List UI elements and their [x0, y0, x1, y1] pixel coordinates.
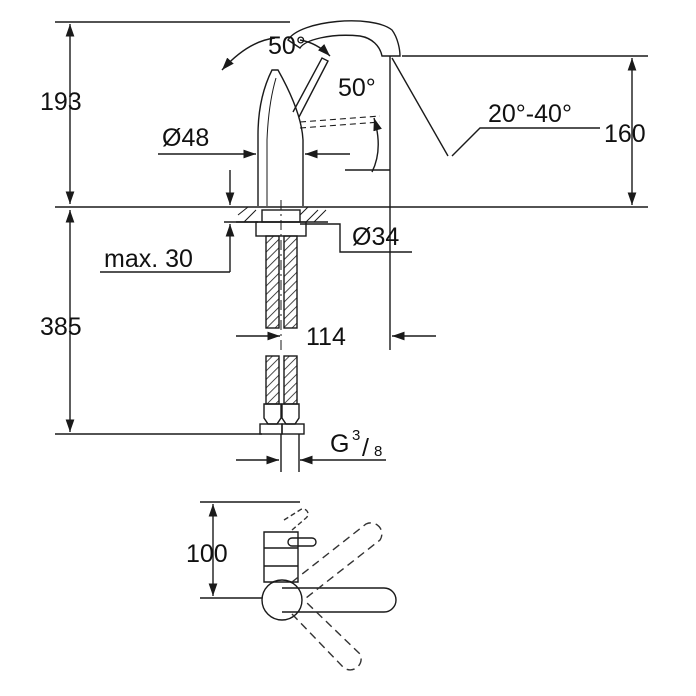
plan-lever-swivel [283, 508, 309, 531]
hose-right-lower [283, 355, 298, 405]
plan-lever [287, 537, 317, 547]
lever-alternate-position [299, 115, 381, 129]
hose-connector-left [263, 403, 282, 425]
label-spout-height: 160 [604, 120, 646, 148]
label-projection: 114 [306, 323, 346, 351]
hose-fitting-left [259, 423, 283, 435]
mixer-body-outline [257, 69, 304, 206]
label-height-bottom: 385 [40, 313, 82, 341]
label-thread-denominator: 8 [374, 443, 382, 460]
label-height-top: 193 [40, 88, 82, 116]
mixer-body-shading [266, 77, 277, 206]
dim-34-leader [300, 223, 412, 253]
label-body-diameter: Ø48 [162, 124, 209, 152]
label-plan-depth: 100 [186, 540, 228, 568]
lever-handle [292, 57, 329, 118]
angle-arc-top-right [299, 39, 331, 57]
angle-arc-right [371, 117, 382, 173]
hose-fitting-right [281, 423, 305, 435]
countertop-hatching [237, 206, 327, 223]
angle-arc-top [221, 37, 276, 71]
plan-spout-base [261, 579, 303, 621]
label-thread-numerator: 3 [352, 427, 360, 444]
label-angle-lever-side: 50° [338, 74, 376, 102]
hose-left-lower [265, 355, 280, 405]
hose-left [265, 235, 280, 329]
swivel-ref-line [391, 57, 449, 157]
label-max-thickness: max. 30 [104, 245, 193, 273]
plan-spout [282, 587, 397, 613]
label-thread-letter: G [330, 430, 349, 458]
label-spout-swivel: 20°-40° [488, 100, 572, 128]
hose-right [283, 235, 298, 329]
spout-outline [287, 20, 401, 57]
label-thread-slash: / [362, 434, 369, 462]
plan-spout-swivel-up [291, 522, 383, 599]
swivel-leader [451, 127, 600, 157]
label-hole-diameter: Ø34 [352, 223, 399, 251]
hose-connector-right [281, 403, 300, 425]
label-angle-lever-up: 50° [268, 32, 306, 60]
plan-body [263, 531, 299, 583]
